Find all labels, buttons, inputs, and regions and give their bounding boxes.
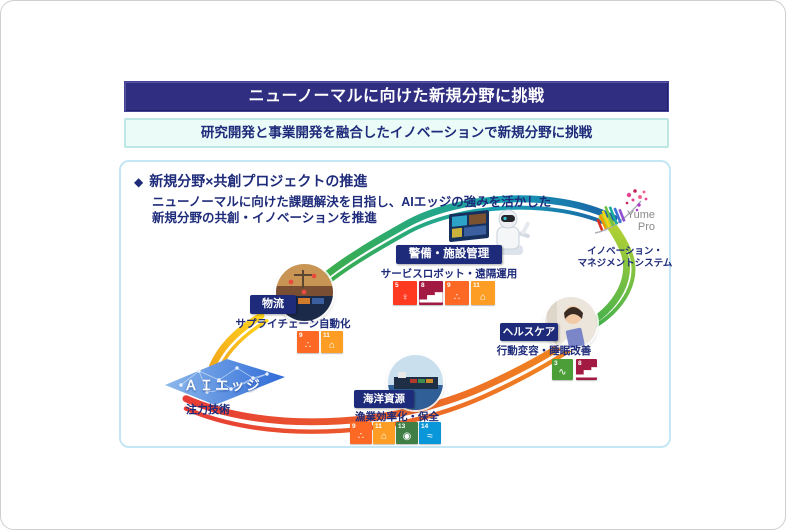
yume-wordmark-line2: Pro bbox=[637, 221, 655, 233]
logistics-caption: サプライチェーン自動化 bbox=[235, 318, 351, 330]
security-label-text: 警備・施設管理 bbox=[408, 248, 490, 260]
marine-sdg-icons: 9∴ 11⌂ 13◉ 14≈ bbox=[350, 422, 441, 444]
logistics-label: 物流 bbox=[250, 295, 296, 314]
diamond-bullet-icon: ◆ bbox=[134, 175, 144, 189]
sdg-8-icon: 8▂▅▇ bbox=[576, 359, 600, 380]
sdg-5-icon: 5♀ bbox=[393, 281, 417, 305]
ai-edge-label: ＡＩエッジ bbox=[184, 378, 262, 393]
marine-caption: 漁業効率化・保全 bbox=[355, 411, 439, 423]
cycle-ribbon-diagram bbox=[182, 195, 636, 434]
section-description-line2: 新規分野の共創・イノベーションを推進 bbox=[152, 211, 377, 225]
yume-wordmark-line1: Yume bbox=[626, 209, 655, 221]
healthcare-label: ヘルスケア bbox=[500, 323, 558, 341]
ims-caption-line2: マネジメントシステム bbox=[577, 258, 673, 269]
section-description-line1: ニューノーマルに向けた課題解決を目指し、AIエッジの強みを活かした bbox=[152, 195, 552, 209]
sdg-11-icon: 11⌂ bbox=[373, 422, 395, 444]
ai-edge-caption: 注力技術 bbox=[186, 404, 230, 416]
security-sdg-icons: 5♀ 8▂▅▇ 9∴ 11⌂ bbox=[393, 281, 495, 305]
marine-label-text: 海洋資源 bbox=[363, 393, 405, 405]
sdg-11-icon: 11⌂ bbox=[471, 281, 495, 305]
sdg-8-icon: 8▂▅▇ bbox=[419, 281, 443, 305]
security-label: 警備・施設管理 bbox=[396, 245, 502, 264]
ims-caption-line1: イノベーション・ bbox=[587, 246, 663, 257]
subtitle-banner: 研究開発と事業開発を融合したイノベーションで新規分野に挑戦 bbox=[124, 118, 669, 148]
healthcare-caption: 行動変容・睡眠改善 bbox=[496, 345, 592, 357]
sdg-9-icon: 9∴ bbox=[350, 422, 372, 444]
logistics-label-text: 物流 bbox=[262, 298, 284, 310]
logistics-sdg-icons: 9∴ 11⌂ bbox=[297, 331, 343, 353]
sdg-13-icon: 13◉ bbox=[396, 422, 418, 444]
healthcare-label-text: ヘルスケア bbox=[502, 326, 556, 338]
healthcare-sdg-icons: 3∿ 8▂▅▇ bbox=[552, 359, 600, 380]
subtitle-banner-text: 研究開発と事業開発を融合したイノベーションで新規分野に挑戦 bbox=[200, 125, 593, 140]
sdg-3-icon: 3∿ bbox=[552, 359, 573, 380]
sdg-9-icon: 9∴ bbox=[297, 331, 319, 353]
section-heading-text: 新規分野×共創プロジェクトの推進 bbox=[149, 173, 368, 189]
sdg-9-icon: 9∴ bbox=[445, 281, 469, 305]
section-heading: ◆ 新規分野×共創プロジェクトの推進 bbox=[134, 171, 367, 191]
sdg-11-icon: 11⌂ bbox=[321, 331, 343, 353]
yume-pro-wordmark: Yume Pro bbox=[603, 209, 655, 233]
ai-edge-diamond bbox=[165, 359, 285, 405]
title-banner-text: ニューノーマルに向けた新規分野に挑戦 bbox=[248, 88, 545, 105]
title-banner: ニューノーマルに向けた新規分野に挑戦 bbox=[124, 81, 669, 112]
security-caption: サービスロボット・遠隔運用 bbox=[380, 268, 518, 280]
content-card: ◆ 新規分野×共創プロジェクトの推進 ニューノーマルに向けた課題解決を目指し、AI… bbox=[119, 160, 672, 448]
sdg-14-icon: 14≈ bbox=[419, 422, 441, 444]
marine-label: 海洋資源 bbox=[354, 390, 414, 408]
yume-pro-logo bbox=[594, 189, 648, 234]
